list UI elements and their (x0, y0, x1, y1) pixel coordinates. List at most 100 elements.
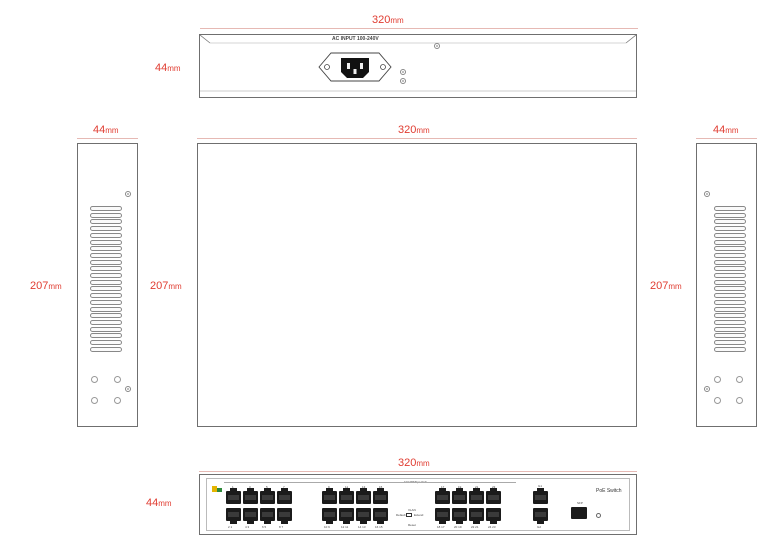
front-height-unit: mm (158, 499, 172, 508)
rear-screw (434, 43, 440, 49)
front-width-line (199, 471, 637, 472)
vent-slot (714, 266, 746, 272)
uplink-port-g2[interactable] (533, 508, 548, 524)
port-pair-label: 12 11 (341, 525, 349, 529)
rear-width-dimension: 320mm (372, 14, 404, 27)
rj45-port[interactable] (356, 508, 371, 524)
left-height-value: 207 (30, 280, 49, 292)
rj45-port[interactable] (339, 508, 354, 524)
right-height-value: 207 (650, 280, 669, 292)
port-number-label: 19 (458, 485, 462, 489)
group-separator-line (224, 482, 516, 483)
rear-panel: AC INPUT 100-240V (199, 34, 637, 98)
top-height-value: 207 (150, 280, 169, 292)
vent-slot (90, 313, 122, 319)
rj45-port[interactable] (373, 508, 388, 524)
uplink-port-g1[interactable] (533, 488, 548, 504)
vent-slot (714, 299, 746, 305)
front-height-value: 44 (146, 497, 159, 509)
front-inner-frame (206, 478, 630, 531)
rj45-port[interactable] (452, 508, 467, 524)
rj45-port[interactable] (243, 488, 258, 504)
right-foot-1 (714, 376, 721, 383)
vent-slot (714, 306, 746, 312)
port-number-label: 17 (441, 485, 445, 489)
sfp-port[interactable] (571, 507, 587, 519)
front-height-dimension: 44mm (146, 497, 172, 510)
vent-slot (90, 226, 122, 232)
vent-slot (714, 346, 746, 352)
vent-slot (90, 252, 122, 258)
rj45-port[interactable] (226, 488, 241, 504)
rj45-port[interactable] (356, 488, 371, 504)
port-pair-label: 18 17 (437, 525, 445, 529)
left-foot-1 (91, 376, 98, 383)
right-depth-unit: mm (725, 126, 739, 135)
vent-slot (714, 226, 746, 232)
vlan-switch-label: VLAN (408, 508, 416, 512)
port-number-label: 15 (379, 485, 383, 489)
vent-slot (714, 252, 746, 258)
vent-slot (90, 293, 122, 299)
rear-height-value: 44 (155, 62, 168, 74)
rj45-port[interactable] (260, 508, 275, 524)
front-width-dimension: 320mm (398, 457, 430, 470)
rj45-port[interactable] (435, 508, 450, 524)
left-side-screw-bottom (125, 386, 131, 392)
rj45-port[interactable] (226, 508, 241, 524)
rj45-port[interactable] (339, 488, 354, 504)
default-switch-label: Default (396, 513, 406, 517)
port-pair-label: 20 19 (454, 525, 462, 529)
right-height-unit: mm (668, 282, 682, 291)
rj45-port[interactable] (373, 488, 388, 504)
vent-slot (714, 293, 746, 299)
sfp-label: SFP (577, 501, 583, 505)
vent-slot (90, 326, 122, 332)
port-number-label: 5 (266, 485, 268, 489)
rj45-port[interactable] (277, 488, 292, 504)
right-depth-value: 44 (713, 124, 726, 136)
rj45-port[interactable] (243, 508, 258, 524)
left-side-screw-top (125, 191, 131, 197)
rear-width-unit: mm (390, 16, 404, 25)
rj45-port[interactable] (469, 488, 484, 504)
rj45-port[interactable] (452, 488, 467, 504)
port-pair-label: 2 1 (228, 525, 233, 529)
rj45-port[interactable] (486, 488, 501, 504)
vent-slot (90, 246, 122, 252)
extend-switch-label: Extend (414, 513, 424, 517)
vent-slot (714, 326, 746, 332)
vent-slot (90, 273, 122, 278)
left-side-panel (77, 143, 138, 427)
rear-width-value: 320 (372, 14, 391, 26)
right-vent-grille (714, 206, 746, 354)
vent-slot (714, 212, 746, 218)
vent-slot (90, 299, 122, 305)
rj45-port[interactable] (322, 508, 337, 524)
right-height-dimension: 207mm (650, 280, 682, 293)
right-side-screw-bottom (704, 386, 710, 392)
vent-slot (90, 266, 122, 272)
port-number-label: 13 (362, 485, 366, 489)
top-panel (197, 143, 637, 427)
rj45-port[interactable] (322, 488, 337, 504)
rj45-port[interactable] (277, 508, 292, 524)
rj45-port[interactable] (435, 488, 450, 504)
port-number-label: 7 (283, 485, 285, 489)
left-foot-4 (114, 397, 121, 404)
rj45-port[interactable] (486, 508, 501, 524)
vent-slot (90, 346, 122, 352)
port-pair-label: 10 9 (324, 525, 330, 529)
vent-slot (714, 340, 746, 345)
vent-slot (90, 239, 122, 245)
vent-slot (714, 273, 746, 278)
rj45-port[interactable] (260, 488, 275, 504)
right-foot-3 (714, 397, 721, 404)
vent-slot (714, 313, 746, 319)
rj45-port[interactable] (469, 508, 484, 524)
dip-switch[interactable] (406, 513, 412, 517)
vent-slot (90, 286, 122, 292)
top-width-dimension: 320mm (398, 124, 430, 137)
rear-panel-bevel (200, 35, 636, 92)
